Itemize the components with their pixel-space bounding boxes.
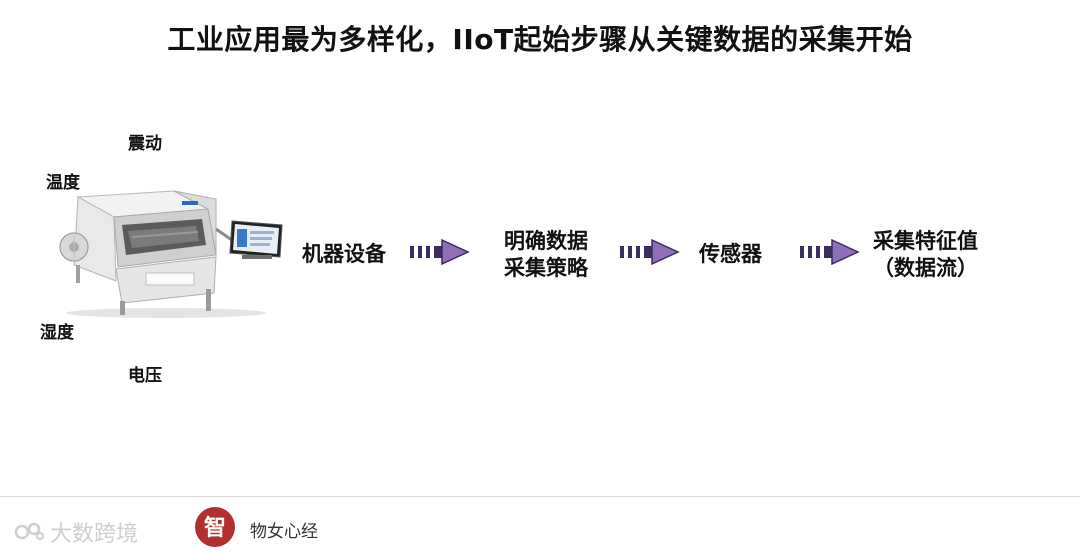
step-data-strategy: 明确数据 采集策略: [504, 228, 588, 282]
brand-logo: 智: [195, 507, 235, 547]
label-voltage: 电压: [128, 366, 162, 386]
machine-illustration: [59, 190, 283, 318]
slide-title: 工业应用最为多样化，IIoT起始步骤从关键数据的采集开始: [167, 23, 913, 56]
watermark: 大数跨境: [14, 516, 138, 548]
arrow-right-icon: [800, 238, 860, 266]
label-humidity: 湿度: [40, 323, 74, 343]
label-temperature: 温度: [46, 173, 80, 193]
label-vibration: 震动: [128, 134, 162, 154]
brand-logo-char: 智: [204, 515, 226, 541]
watermark-logo-icon: [14, 522, 44, 540]
brand-name: 物女心经: [250, 522, 318, 542]
arrow-right-icon: [620, 238, 680, 266]
watermark-text: 大数跨境: [50, 522, 139, 547]
step-feature-values-line1: 采集特征值: [873, 229, 978, 253]
step-data-strategy-line2: 采集策略: [504, 256, 588, 280]
step-feature-values-line2: （数据流）: [873, 256, 978, 280]
step-sensor: 传感器: [699, 242, 762, 266]
arrow-right-icon: [410, 238, 470, 266]
step-machine-equipment: 机器设备: [302, 242, 386, 266]
footer-divider: [0, 496, 1080, 497]
step-data-strategy-line1: 明确数据: [504, 229, 588, 253]
step-feature-values: 采集特征值 （数据流）: [873, 228, 978, 282]
